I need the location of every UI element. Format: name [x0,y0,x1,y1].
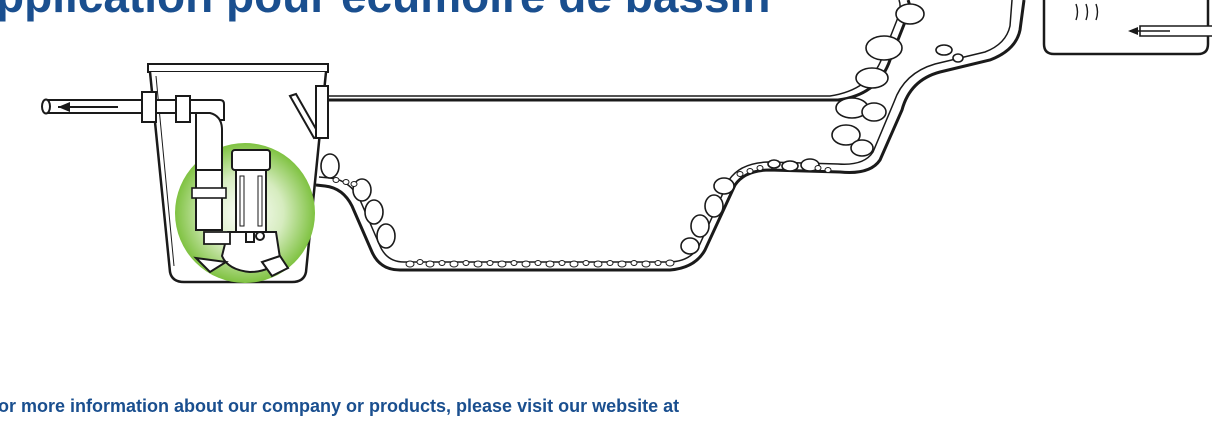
gravel [333,166,831,268]
skimmer-box [148,64,328,72]
pond-liner [319,0,1012,262]
pipe-elbow [196,113,222,170]
pipe-union [176,96,190,122]
riser-pipe [196,170,222,230]
pipe-coupling [142,92,156,122]
rocks [321,4,963,254]
pond-outline [316,0,1024,270]
footer-note: or more information about our company or… [0,395,679,417]
